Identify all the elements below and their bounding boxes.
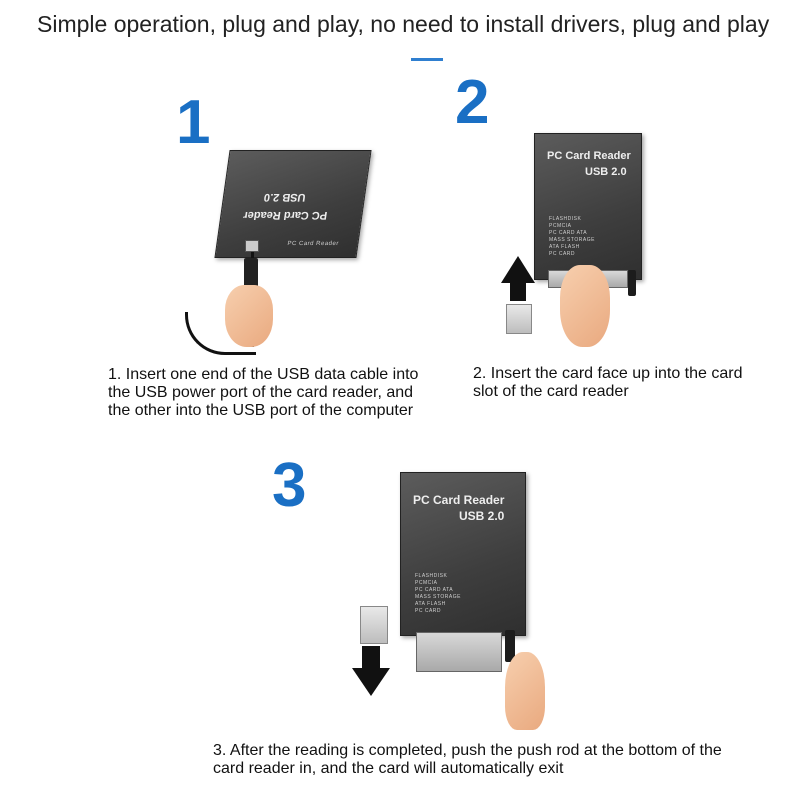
step-3-number: 3 — [272, 451, 307, 520]
step-3-push-rod — [505, 630, 515, 662]
step-1-caption: 1. Insert one end of the USB data cable … — [108, 366, 419, 419]
step-3-finger — [505, 652, 545, 730]
step-2-card-reader: PC Card Reader USB 2.0 FLASHDISK PCMCIA … — [534, 133, 642, 280]
step-1-card-reader: PC Card Reader USB 2.0 PC Card Reader — [214, 150, 372, 258]
step-2-device-usb-label: USB 2.0 — [585, 166, 627, 178]
step-2-device-list: FLASHDISK PCMCIA PC CARD ATA MASS STORAG… — [549, 216, 595, 257]
step-3-pc-card — [360, 606, 388, 644]
step-3-device-label: PC Card Reader — [413, 493, 505, 507]
step-1-device-usb-label: USB 2.0 — [263, 191, 307, 203]
step-1-number: 1 — [176, 88, 211, 157]
step-2-arrow-up-icon — [501, 256, 535, 283]
step-2-caption: 2. Insert the card face up into the card… — [473, 365, 743, 400]
usb-port — [245, 240, 259, 252]
step-3-card-reader: PC Card Reader USB 2.0 FLASHDISK PCMCIA … — [400, 472, 526, 636]
step-1-device-label: PC Card Reader — [242, 209, 329, 221]
step-2-push-rod — [628, 270, 636, 296]
step-3-arrow-down-shaft — [362, 646, 380, 668]
step-3-device-usb-label: USB 2.0 — [459, 509, 505, 523]
step-2-arrow-up-shaft — [510, 283, 526, 301]
page-title: Simple operation, plug and play, no need… — [37, 11, 770, 37]
step-3-card-slot — [416, 632, 502, 672]
step-2-device-label: PC Card Reader — [547, 150, 631, 162]
step-3-device-list: FLASHDISK PCMCIA PC CARD ATA MASS STORAG… — [415, 573, 461, 614]
step-1-front-label: PC Card Reader — [286, 241, 340, 247]
step-2-hand — [560, 265, 610, 347]
step-3-caption: 3. After the reading is completed, push … — [213, 742, 722, 777]
step-2-pc-card — [506, 304, 532, 334]
step-3-arrow-down-icon — [352, 668, 390, 696]
cable-curve — [185, 312, 256, 355]
step-2-number: 2 — [455, 68, 490, 137]
title-underline — [411, 58, 443, 61]
